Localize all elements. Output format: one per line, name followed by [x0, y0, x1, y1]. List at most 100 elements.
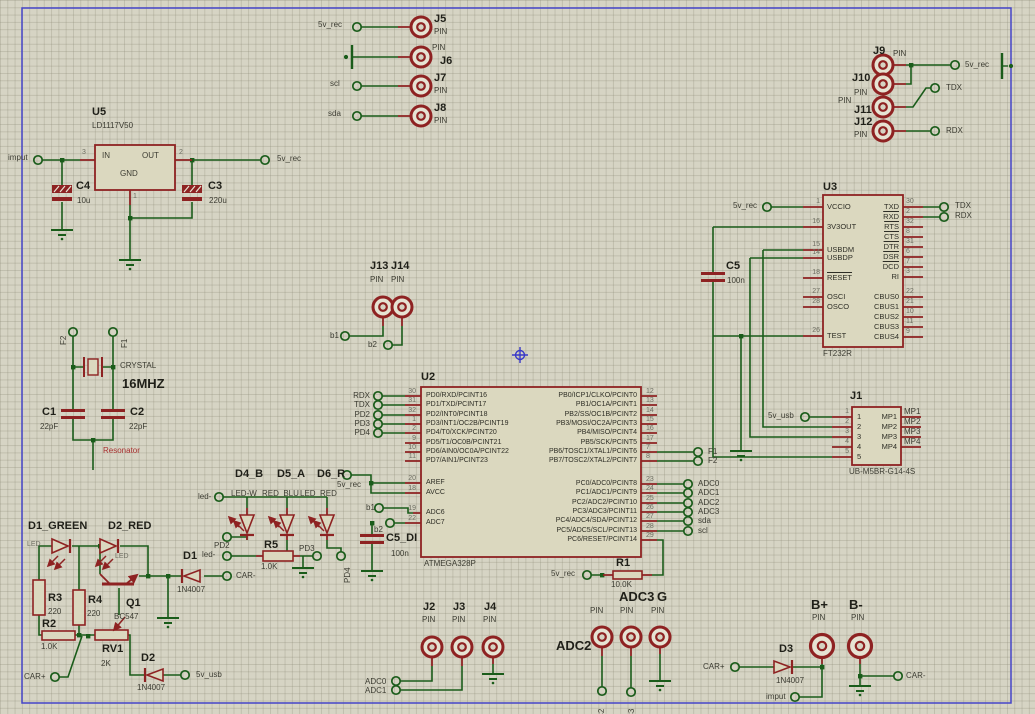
- net-label-5vusb: 5v_usb: [768, 411, 794, 420]
- u3-pin-name: CBUS3: [873, 322, 899, 331]
- u2-pin-num: 14: [646, 407, 654, 414]
- u3-pin-num: 30: [906, 198, 914, 205]
- net-label-adc2: ADC2: [597, 709, 606, 714]
- j12-pad: [871, 119, 895, 143]
- net-label-f1: F1: [120, 338, 129, 348]
- j1-mp-name: MP4: [881, 442, 897, 451]
- net-terminals[interactable]: [32, 21, 961, 703]
- c3-value: 220u: [209, 196, 227, 205]
- u3-pin-name: TEST: [827, 331, 847, 340]
- u3-pin-num: 18: [812, 269, 820, 276]
- rv1-body: [94, 629, 129, 641]
- u2-pin-name: PC6/RESET/PCINT14: [567, 536, 637, 543]
- net-label-f1: F1: [708, 447, 718, 456]
- r4-body: [72, 589, 86, 626]
- d1green-type: LED: [27, 541, 41, 548]
- j14-pin-label: PIN: [391, 275, 405, 284]
- u2-pin-num: 27: [646, 513, 654, 520]
- net-label-car-plus: CAR+: [24, 672, 46, 681]
- u2-pin-name: PC2/ADC2/PCINT10: [572, 499, 637, 506]
- bminus-pin-label: PIN: [851, 613, 865, 622]
- u3-pin-name: TXD: [884, 202, 899, 211]
- net-label-tdx: TDX: [955, 201, 971, 210]
- pad-pin-label: PIN: [651, 606, 665, 615]
- net-label-car-minus: CAR-: [236, 571, 256, 580]
- net-label-pd2: PD2: [354, 410, 370, 419]
- u3-pin-name: CBUS2: [873, 312, 899, 321]
- rv1-value: 2K: [101, 659, 111, 668]
- u2-pin-num: 24: [646, 485, 654, 492]
- net-label-5vrec: 5v_rec: [733, 201, 758, 210]
- d2-red-led: [99, 537, 120, 555]
- r3-value: 220: [48, 607, 62, 616]
- led-arrows-icon: [46, 515, 325, 571]
- u2-pin-name: PD7/AIN1/PCINT23: [426, 457, 488, 464]
- u3-pin-name: DSR: [883, 252, 899, 261]
- net-label-rdx: RDX: [955, 211, 972, 220]
- u2-pin-name: ADC6: [426, 509, 445, 516]
- net-label-tdx: TDX: [354, 400, 370, 409]
- u2-pin-num: 7: [646, 444, 650, 451]
- d2red-ref: D2_RED: [108, 520, 152, 532]
- d5a-ref: D5_A: [277, 468, 306, 480]
- u3-pin-num: 26: [812, 327, 820, 334]
- j9-ref: J9: [873, 45, 886, 57]
- u3-pin-num: 7: [906, 258, 910, 265]
- u2-pin-name: PB0/ICP1/CLKO/PCINT0: [558, 392, 637, 399]
- j4-pad: [481, 635, 505, 659]
- j1-mp-label: MP3: [904, 427, 921, 436]
- q1-ref: Q1: [126, 597, 141, 609]
- chip-bodies[interactable]: [94, 144, 904, 558]
- origin-marker-icon: [512, 347, 528, 363]
- resistors[interactable]: [32, 550, 643, 641]
- j3-pin-label: PIN: [452, 615, 466, 624]
- d6r-ref: D6_R: [317, 468, 346, 480]
- net-label-adc1: ADC1: [365, 686, 387, 695]
- diodes[interactable]: [51, 514, 794, 683]
- connector-pads[interactable]: [371, 15, 895, 660]
- j10-ref: J10: [852, 72, 871, 84]
- u3-pin-name: CBUS1: [873, 302, 899, 311]
- resonator-note: Resonator: [103, 446, 140, 455]
- j1-mp-label: MP1: [904, 407, 921, 416]
- pad-pin-label: PIN: [590, 606, 604, 615]
- u5-pin-num: 3: [82, 149, 86, 156]
- bplus-ref: B+: [811, 597, 828, 612]
- d4b-led: [238, 514, 256, 537]
- c5-symbol: [701, 272, 725, 282]
- net-label-led-minus: led-: [198, 492, 212, 501]
- c2-value: 22pF: [129, 422, 148, 431]
- u3-pin-name: DCD: [882, 262, 899, 271]
- j1-mp-name: MP3: [881, 432, 897, 441]
- gnd-pad: [648, 625, 672, 649]
- j11-pin-label: PIN: [838, 96, 852, 105]
- crystal-name: CRYSTAL: [120, 361, 157, 370]
- u3-pin-name: RXD: [883, 212, 899, 221]
- j1-ref: J1: [850, 390, 863, 402]
- u2-pin-num: 16: [646, 425, 654, 432]
- u2-pin-num: 1: [412, 416, 416, 423]
- net-label-rdx: RDX: [353, 391, 370, 400]
- capacitors[interactable]: [52, 185, 725, 544]
- u3-pin-num: 14: [812, 249, 820, 256]
- c4-symbol: [52, 185, 72, 201]
- u3-body: [822, 194, 904, 348]
- j13-ref: J13: [370, 260, 389, 272]
- j2-pad: [420, 635, 444, 659]
- u2-pin-num: 29: [646, 532, 654, 539]
- net-label-tdx: TDX: [946, 83, 962, 92]
- d4b-model: LED-W: [231, 489, 257, 498]
- u2-pin-num: 9: [412, 435, 416, 442]
- q1-symbol[interactable]: [99, 573, 139, 586]
- d2-diode: [143, 667, 164, 683]
- u2-pin-name: PB2/SS/OC1B/PCINT2: [564, 411, 637, 418]
- j5-pin-label: PIN: [434, 27, 448, 36]
- j1-pin-name: 4: [857, 442, 862, 451]
- crystal-symbol[interactable]: [83, 357, 103, 377]
- r2-body: [41, 630, 76, 641]
- j14-pad: [390, 295, 414, 319]
- d1-ref: D1: [183, 550, 198, 562]
- d2-ref: D2: [141, 652, 156, 664]
